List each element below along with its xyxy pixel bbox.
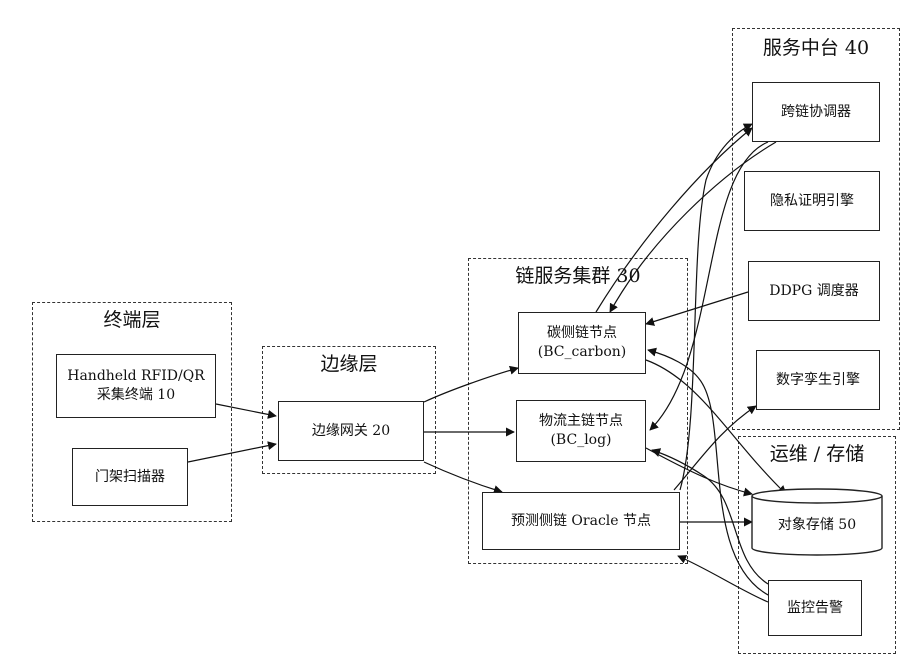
node-object-storage: 对象存储 50 bbox=[752, 504, 882, 544]
node-privacy-label: 隐私证明引擎 bbox=[770, 192, 854, 211]
edge-monitor-to-carbon bbox=[648, 350, 770, 596]
edge-ddpg-to-carbon bbox=[646, 292, 748, 324]
node-gantry-label: 门架扫描器 bbox=[95, 468, 165, 487]
node-logistics-line1: 物流主链节点 bbox=[539, 412, 623, 431]
node-edge-gateway: 边缘网关 20 bbox=[278, 401, 424, 461]
node-handheld-terminal: Handheld RFID/QR 采集终端 10 bbox=[56, 354, 216, 418]
edge-gateway-to-carbon bbox=[424, 368, 518, 402]
node-monitor-alert: 监控告警 bbox=[768, 580, 862, 636]
node-coordinator-label: 跨链协调器 bbox=[781, 103, 851, 122]
node-carbon-chain: 碳侧链节点 (BC_carbon) bbox=[518, 312, 646, 374]
node-handheld-line1: Handheld RFID/QR bbox=[67, 367, 204, 386]
edge-gantry-to-gateway bbox=[188, 444, 276, 462]
node-cross-chain-coordinator: 跨链协调器 bbox=[752, 82, 880, 142]
node-monitor-label: 监控告警 bbox=[787, 599, 843, 618]
node-privacy-engine: 隐私证明引擎 bbox=[744, 171, 880, 231]
node-gateway-label: 边缘网关 20 bbox=[312, 422, 390, 441]
node-carbon-line2: (BC_carbon) bbox=[538, 343, 626, 362]
node-gantry-scanner: 门架扫描器 bbox=[72, 448, 188, 506]
edge-gateway-to-oracle bbox=[424, 462, 502, 492]
node-carbon-line1: 碳侧链节点 bbox=[547, 324, 617, 343]
edge-monitor-to-oracle bbox=[678, 556, 768, 602]
node-handheld-line2: 采集终端 10 bbox=[97, 386, 175, 405]
node-digital-twin: 数字孪生引擎 bbox=[756, 350, 880, 410]
edge-logistics-to-storage bbox=[646, 448, 752, 494]
node-oracle: 预测侧链 Oracle 节点 bbox=[482, 492, 680, 550]
node-logistics-chain: 物流主链节点 (BC_log) bbox=[516, 400, 646, 462]
edge-handheld-to-gateway bbox=[216, 404, 276, 416]
node-oracle-label: 预测侧链 Oracle 节点 bbox=[511, 512, 651, 531]
node-logistics-line2: (BC_log) bbox=[550, 431, 611, 450]
node-storage-label: 对象存储 50 bbox=[778, 514, 856, 534]
node-ddpg-label: DDPG 调度器 bbox=[769, 282, 859, 301]
node-ddpg-scheduler: DDPG 调度器 bbox=[748, 261, 880, 321]
edge-carbon-to-coordinator bbox=[596, 128, 752, 312]
edge-oracle-to-coordinator bbox=[680, 124, 752, 490]
node-twin-label: 数字孪生引擎 bbox=[776, 371, 860, 390]
